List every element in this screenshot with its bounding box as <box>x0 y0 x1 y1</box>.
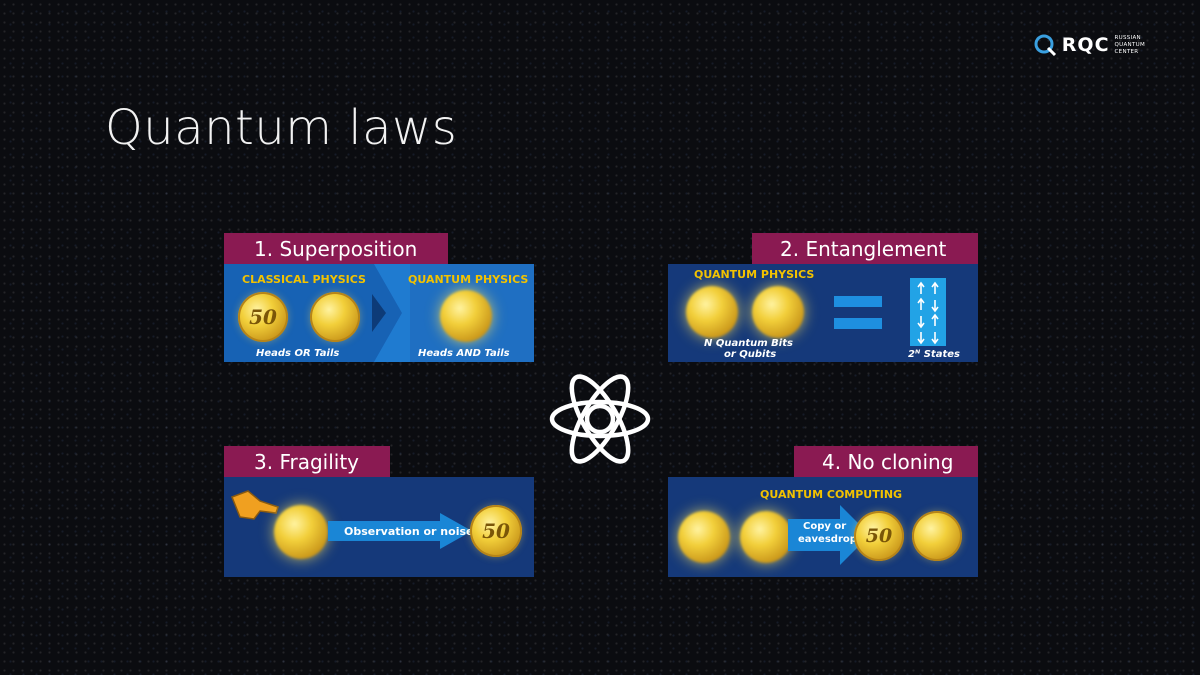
tag-fragility-label: 3. Fragility <box>254 449 360 474</box>
classical-caption: Heads OR Tails <box>256 348 340 359</box>
pointing-hand-icon <box>231 490 279 520</box>
coin-heads: 50 <box>238 292 288 342</box>
tag-fragility: 3. Fragility <box>224 446 390 477</box>
tag-no-cloning-label: 4. No cloning <box>822 449 954 474</box>
quantum-physics-label-2: QUANTUM PHYSICS <box>694 268 815 281</box>
copy-coin-value: 50 <box>865 525 893 547</box>
panel-fragility: Observation or noise 50 <box>224 477 534 577</box>
panel-no-cloning: QUANTUM COMPUTING Copy or eavesdrop 50 <box>668 477 978 577</box>
quantum-computing-label: QUANTUM COMPUTING <box>760 488 903 501</box>
slide-title: Quantum laws <box>105 100 458 156</box>
logo-line-1: RUSSIAN <box>1114 34 1141 41</box>
logo-line-3: CENTER <box>1114 48 1139 55</box>
copy-coin-tails <box>912 511 962 561</box>
qubits-caption-line-2: or Qubits <box>724 349 777 360</box>
tag-superposition: 1. Superposition <box>224 233 448 264</box>
logo-line-2: QUANTUM <box>1114 41 1145 48</box>
copy-label-line-1: Copy or <box>803 521 847 532</box>
coin-value: 50 <box>249 305 277 329</box>
logo-text: RUSSIAN QUANTUM CENTER <box>1115 35 1145 56</box>
panel-superposition: CLASSICAL PHYSICS QUANTUM PHYSICS 50 Hea… <box>224 264 534 362</box>
coin-tails <box>310 292 360 342</box>
coin-superposed <box>440 290 492 342</box>
classical-physics-label: CLASSICAL PHYSICS <box>242 273 366 286</box>
logo-abbr: RQC <box>1061 34 1110 56</box>
rqc-logo-icon <box>1034 34 1056 57</box>
panel-entanglement: QUANTUM PHYSICS N Quantum Bits or Qubits… <box>668 264 978 362</box>
collapsed-coin-value: 50 <box>482 519 510 543</box>
copy-coin-heads: 50 <box>854 511 904 561</box>
qubit-arrows-icon <box>910 278 946 346</box>
arrow-right-icon <box>328 513 472 549</box>
quantum-physics-label: QUANTUM PHYSICS <box>408 273 529 286</box>
fragile-coin <box>274 505 328 559</box>
arrow-right-icon <box>788 505 870 565</box>
qubits-caption-line-1: N Quantum Bits <box>704 338 793 349</box>
source-coin-2 <box>740 511 792 563</box>
rqc-logo: RQC RUSSIAN QUANTUM CENTER <box>1033 28 1145 62</box>
tag-entanglement-label: 2. Entanglement <box>780 236 947 261</box>
tag-entanglement: 2. Entanglement <box>752 233 978 264</box>
collapsed-coin: 50 <box>470 505 522 557</box>
tag-superposition-label: 1. Superposition <box>254 236 418 261</box>
observation-label: Observation or noise <box>344 525 474 538</box>
atom-icon <box>549 374 651 464</box>
equals-icon <box>834 296 882 329</box>
quantum-caption: Heads AND Tails <box>418 348 510 359</box>
source-coin-1 <box>678 511 730 563</box>
qubit-coin-1 <box>686 286 738 338</box>
qubit-coin-2 <box>752 286 804 338</box>
states-caption: 2ᴺ States <box>908 349 960 360</box>
tag-no-cloning: 4. No cloning <box>794 446 978 477</box>
copy-label-line-2: eavesdrop <box>798 534 857 545</box>
